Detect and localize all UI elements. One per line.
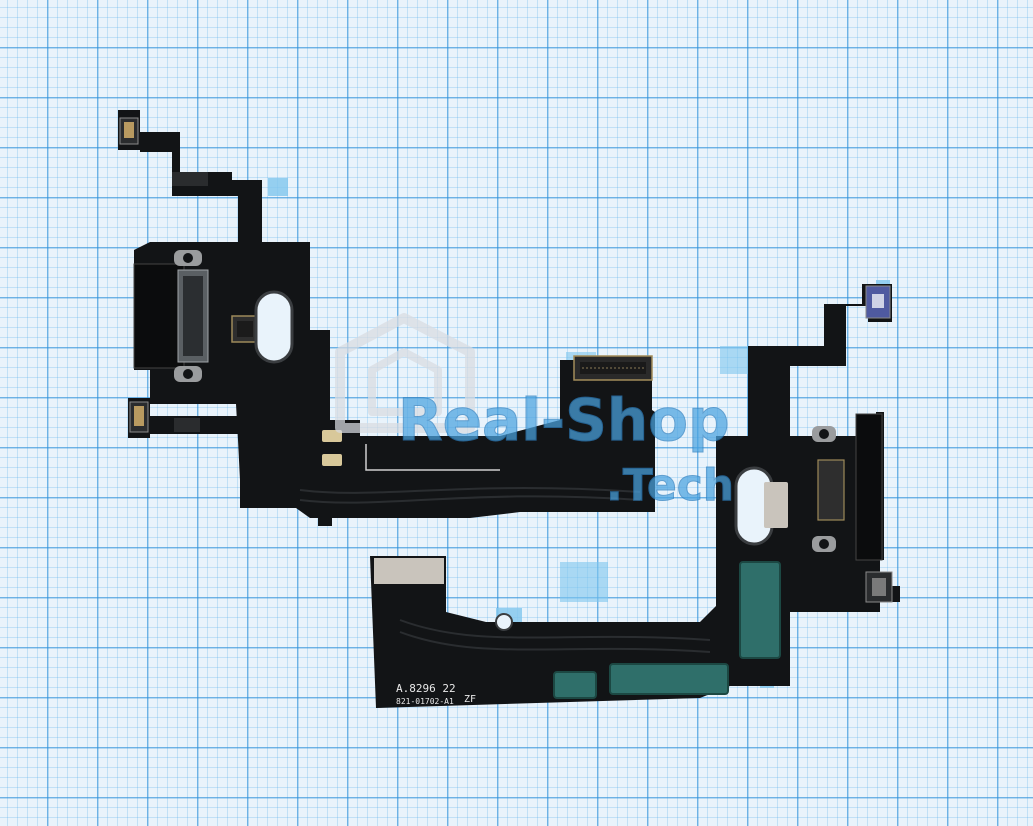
upper-flex-cable — [118, 110, 655, 526]
watermark-house-icon — [335, 313, 475, 433]
watermark-title: Real-Shop — [398, 386, 730, 454]
watermark-logo: Real-Shop .Tech — [335, 313, 735, 512]
part-number-marking: 821-01702-A1 — [396, 697, 454, 706]
lower-flex-cable: A.8296 22 821-01702-A1 ZF — [370, 280, 900, 708]
part-suffix-marking: ZF — [464, 694, 476, 705]
part-code-marking: A.8296 22 — [396, 682, 456, 695]
watermark-subtitle: .Tech — [606, 460, 734, 511]
